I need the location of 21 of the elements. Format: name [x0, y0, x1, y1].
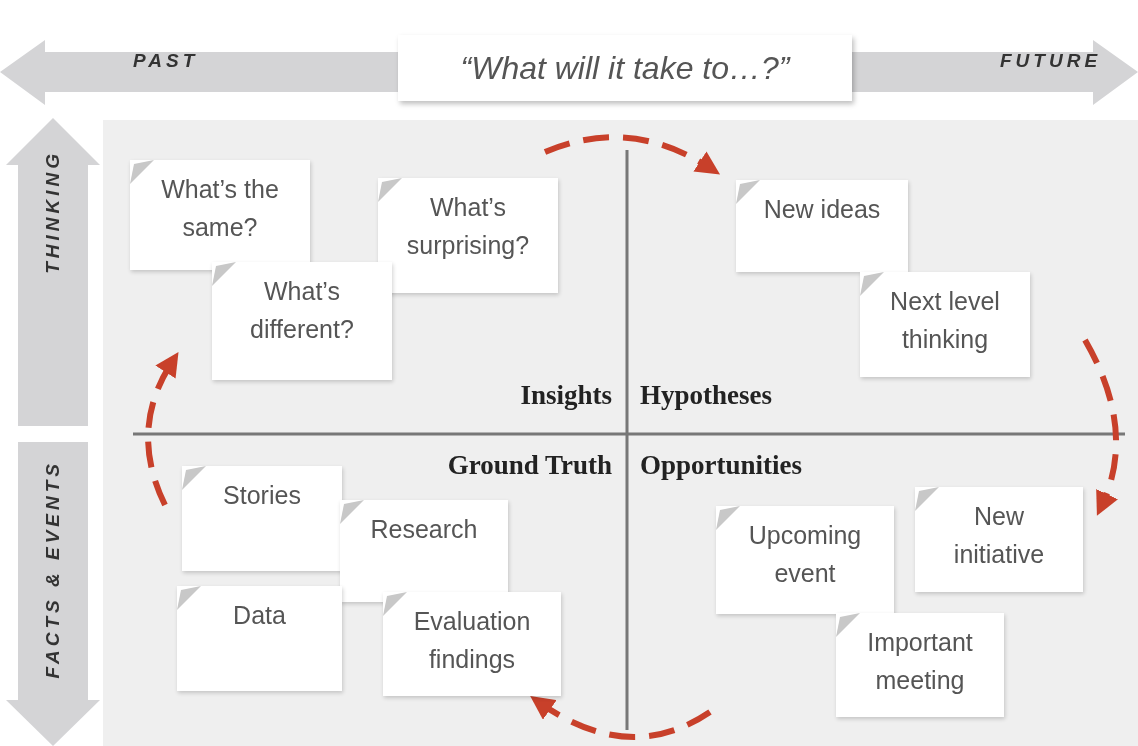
- quadrant-label: Ground Truth: [447, 450, 612, 481]
- arrow-label: FACTS & EVENTS: [42, 460, 64, 679]
- sticky-note: Upcoming event: [716, 506, 894, 614]
- sticky-note: New initiative: [915, 487, 1083, 592]
- sticky-note: Important meeting: [836, 613, 1004, 717]
- arrow-label: FUTURE: [1000, 50, 1102, 72]
- quadrant-label: Insights: [520, 380, 612, 411]
- sticky-note: Stories: [182, 466, 342, 571]
- sticky-note: Data: [177, 586, 342, 691]
- arrow-label: PAST: [133, 50, 199, 72]
- quadrant-label: Hypotheses: [640, 380, 772, 411]
- question-box: “What will it take to…?”: [398, 35, 852, 101]
- sticky-note: What’s the same?: [130, 160, 310, 270]
- sticky-note: Research: [340, 500, 508, 602]
- sticky-note: What’s different?: [212, 262, 392, 380]
- arrow-label: THINKING: [42, 150, 64, 274]
- sticky-note: New ideas: [736, 180, 908, 272]
- sticky-note: What’s surprising?: [378, 178, 558, 293]
- sticky-note: Evaluation findings: [383, 592, 561, 696]
- sticky-note: Next level thinking: [860, 272, 1030, 377]
- quadrant-label: Opportunities: [640, 450, 803, 481]
